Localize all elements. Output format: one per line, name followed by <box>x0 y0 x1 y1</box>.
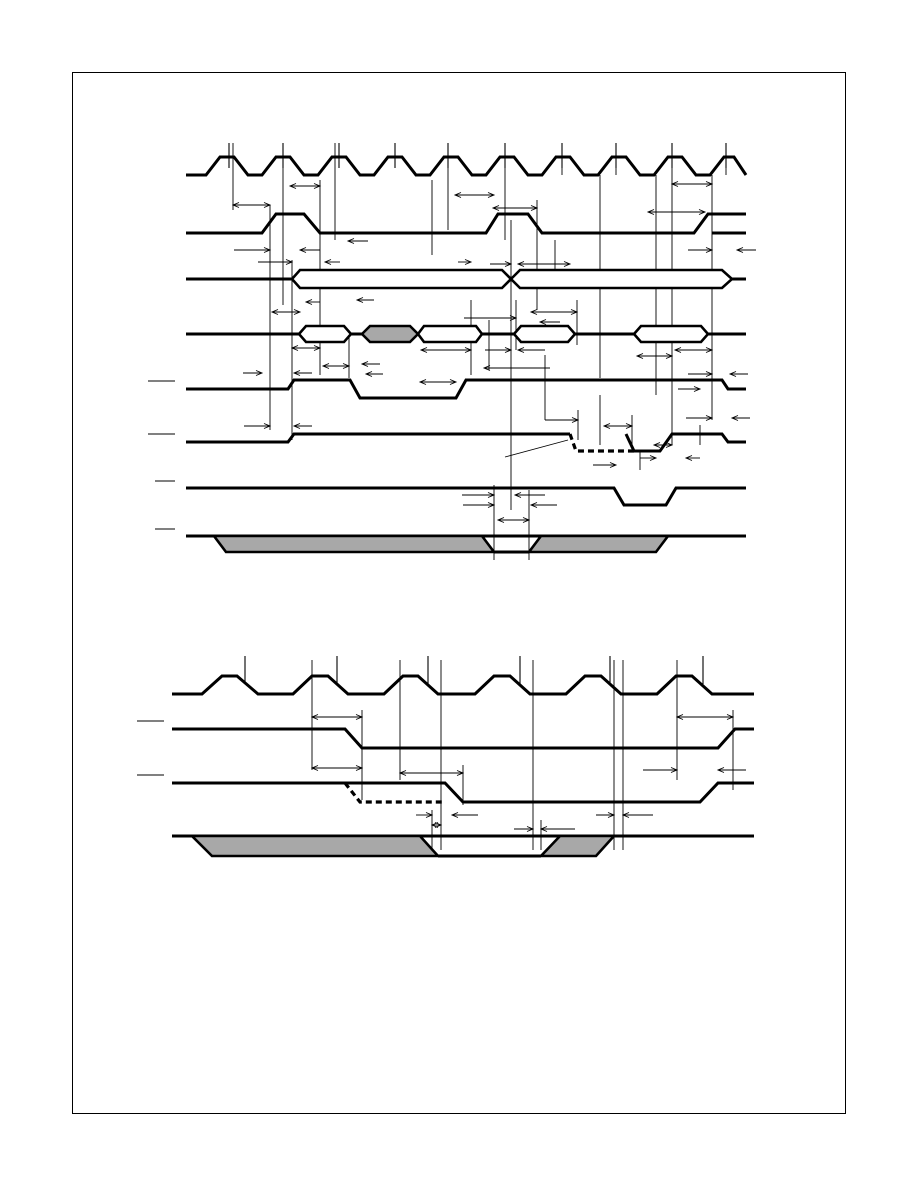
timing-arrow <box>419 347 473 353</box>
lower-timing-arrows <box>310 714 746 832</box>
timing-arrow <box>398 770 465 776</box>
timing-arrow <box>602 423 634 429</box>
upper-data-bus <box>186 324 746 344</box>
timing-arrow <box>688 247 714 253</box>
timing-arrow <box>485 347 513 353</box>
timing-arrow <box>516 347 545 353</box>
timing-arrow <box>323 259 340 265</box>
upper-bus-state <box>186 534 746 554</box>
timing-arrow <box>514 826 535 832</box>
lower-clock-waveform <box>172 674 754 696</box>
timing-arrow <box>270 309 302 315</box>
timing-arrow <box>310 765 364 771</box>
upper-control-c-waveform <box>186 486 746 507</box>
upper-control-b-waveform <box>186 432 570 444</box>
timing-arrow <box>538 319 560 325</box>
timing-arrow <box>673 347 714 353</box>
timing-arrow <box>346 238 368 244</box>
timing-arrow <box>646 209 707 215</box>
timing-arrow <box>321 363 351 369</box>
timing-arrow <box>258 259 294 265</box>
timing-arrow <box>545 417 580 423</box>
timing-arrow <box>231 202 272 208</box>
timing-arrow <box>643 767 679 773</box>
timing-arrow <box>670 181 714 187</box>
timing-arrow <box>430 822 443 828</box>
timing-arrow <box>728 371 748 377</box>
upper-address-bus <box>186 268 746 290</box>
timing-arrow <box>482 365 550 371</box>
timing-arrow <box>288 183 322 189</box>
timing-arrow <box>593 462 618 468</box>
timing-arrow <box>310 714 364 720</box>
timing-arrow <box>621 812 653 818</box>
timing-arrow <box>234 247 272 253</box>
timing-arrow <box>596 812 616 818</box>
timing-arrow <box>292 370 312 376</box>
upper-timing-diagram <box>148 143 756 560</box>
lower-timing-diagram <box>137 656 754 858</box>
lower-guide-lines <box>311 660 734 850</box>
timing-arrow <box>292 423 312 429</box>
timing-arrow <box>464 315 518 321</box>
timing-arrow <box>243 370 264 376</box>
timing-arrow <box>635 353 674 359</box>
timing-arrow <box>364 371 383 377</box>
upper-clock-waveform <box>186 155 748 177</box>
timing-arrow <box>675 714 735 720</box>
timing-arrow <box>298 247 320 253</box>
lower-bus-state <box>172 834 754 858</box>
lower-control-a-waveform <box>172 727 754 750</box>
timing-arrow <box>355 297 374 303</box>
timing-arrow <box>490 261 513 267</box>
upper-control-a-waveform <box>186 378 746 400</box>
timing-arrow <box>516 261 572 267</box>
timing-arrow <box>716 767 746 773</box>
lower-control-b-tail <box>345 781 754 804</box>
timing-arrow <box>640 455 658 461</box>
timing-arrow <box>244 423 272 429</box>
upper-strobe-waveform <box>186 212 746 235</box>
page-frame <box>72 72 846 1114</box>
timing-arrow <box>652 442 674 448</box>
timing-arrow <box>304 299 320 305</box>
timing-arrow <box>539 826 575 832</box>
timing-arrow <box>735 247 756 253</box>
timing-arrow <box>496 517 531 523</box>
timing-arrow <box>462 492 496 498</box>
upper-guide-lines <box>232 143 727 560</box>
timing-arrow <box>416 812 434 818</box>
timing-arrow <box>290 345 322 351</box>
upper-clock-ticks <box>228 143 727 168</box>
timing-arrow <box>458 259 473 265</box>
timing-arrow <box>529 502 557 508</box>
timing-arrow <box>513 492 545 498</box>
timing-arrow <box>678 386 702 392</box>
timing-arrow <box>686 415 714 421</box>
lower-clock-ticks <box>244 656 704 684</box>
timing-arrow <box>450 812 478 818</box>
upper-pointer-line <box>504 439 569 458</box>
upper-control-b-tail <box>624 432 746 453</box>
timing-arrow <box>463 502 496 508</box>
timing-arrow <box>684 455 700 461</box>
upper-timing-arrows <box>231 181 756 523</box>
timing-arrow <box>529 309 579 315</box>
timing-arrow <box>360 361 380 367</box>
timing-arrow <box>730 415 750 421</box>
timing-arrow <box>491 205 539 211</box>
timing-arrow <box>418 379 458 385</box>
timing-arrow <box>453 192 496 198</box>
timing-arrow <box>688 371 714 377</box>
lower-control-b-dashed <box>343 782 445 804</box>
